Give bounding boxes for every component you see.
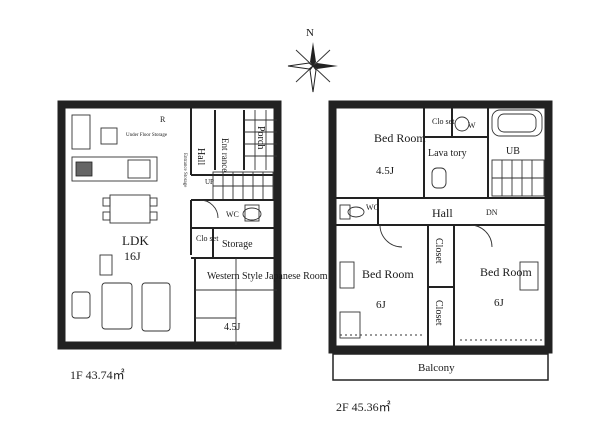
- washer-label: W: [468, 121, 476, 130]
- bed3-size: 6J: [494, 297, 505, 309]
- floor1-labels: LDK 16J R Under Floor Storage Hall Ent r…: [122, 115, 328, 333]
- storage-label: Storage: [222, 239, 253, 250]
- shoe-box-label: Entrance Storage: [182, 153, 187, 188]
- floor1-plan: [57, 100, 282, 350]
- stairs-down-label: DN: [486, 208, 498, 217]
- under-floor-storage-label: Under Floor Storage: [126, 133, 168, 138]
- japanese-room-label: Western Style Japanese Room: [207, 271, 328, 282]
- bed1-label: Bed Room: [374, 131, 426, 145]
- compass-north-label: N: [306, 27, 314, 39]
- closet-top-label: Clo set: [432, 117, 455, 126]
- floor2-caption: 2F 45.36㎡: [336, 400, 391, 414]
- balcony-label: Balcony: [418, 362, 455, 374]
- closet-a-label: Closet: [433, 238, 444, 264]
- bed2-label: Bed Room: [362, 267, 414, 281]
- entrance-label: Ent rance: [220, 138, 230, 172]
- floor2-labels: Bed Room 4.5J Clo set W Lava tory UB WC …: [362, 117, 532, 374]
- japanese-room-size: 4.5J: [224, 322, 241, 333]
- bed1-label-line1: Bed Room: [374, 131, 426, 145]
- bed2-size: 6J: [376, 299, 387, 311]
- bed3-label: Bed Room: [480, 265, 532, 279]
- closet-b-label: Closet: [433, 300, 444, 326]
- ldk-label: LDK: [122, 233, 149, 248]
- ub-label: UB: [506, 146, 520, 157]
- bed1-size: 4.5J: [376, 165, 395, 177]
- wc1-label: WC: [226, 210, 239, 219]
- wc2-label: WC: [366, 203, 379, 212]
- floor2-plan: [328, 100, 553, 381]
- ldk-size: 16J: [124, 249, 141, 263]
- hall1-label: Hall: [195, 148, 206, 165]
- porch-label: Porch: [255, 126, 266, 149]
- floor1-caption: 1F 43.74㎡: [70, 368, 125, 382]
- lavatory-label: Lava tory: [428, 148, 467, 159]
- hall2-label: Hall: [432, 206, 453, 220]
- compass-icon: N: [287, 27, 338, 93]
- closet1-label: Clo set: [196, 234, 219, 243]
- stairs-up-label: UP: [205, 178, 214, 186]
- refrigerator-label: R: [160, 115, 166, 124]
